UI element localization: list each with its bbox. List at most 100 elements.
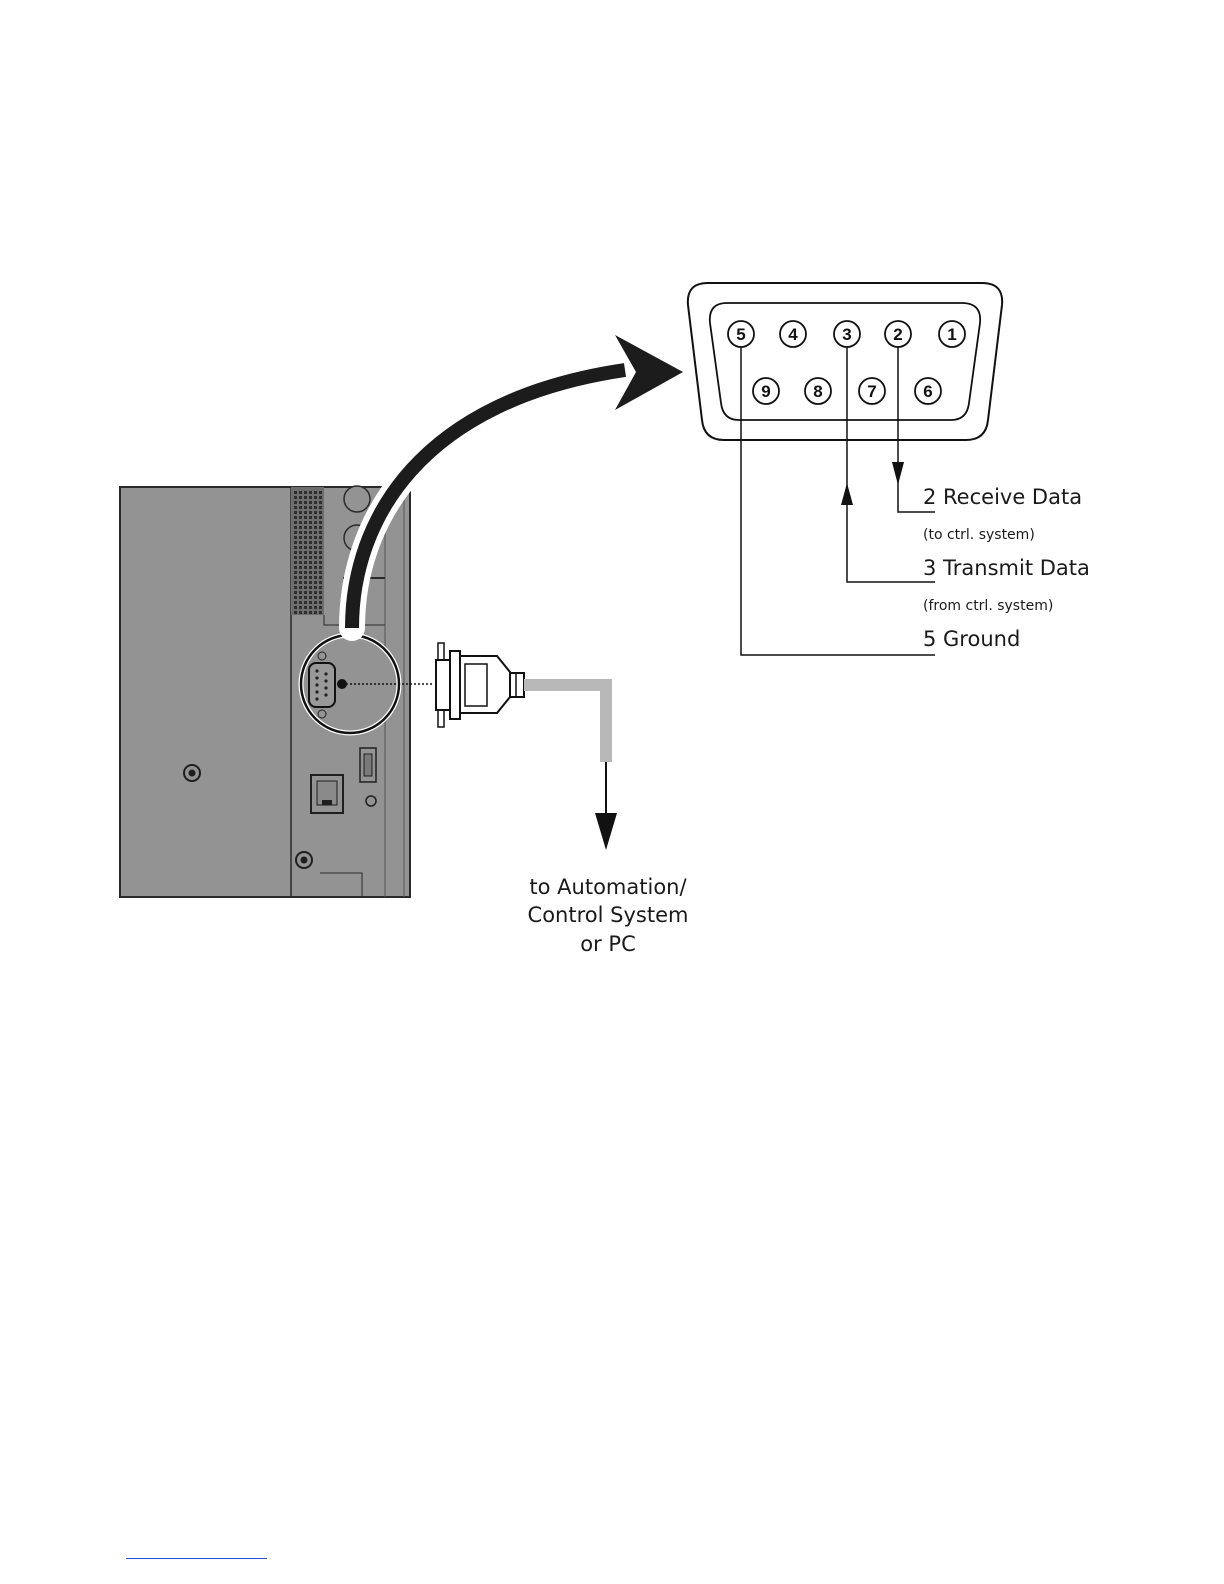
vent-hole [299, 556, 302, 559]
vent-hole [314, 521, 317, 524]
vent-hole [299, 541, 302, 544]
screw-icon [184, 765, 200, 781]
vent-hole [304, 611, 307, 614]
vent-hole [294, 546, 297, 549]
vent-hole [299, 581, 302, 584]
vent-hole [309, 611, 312, 614]
vent-hole [294, 611, 297, 614]
vent-hole [299, 526, 302, 529]
vent-hole [309, 566, 312, 569]
vent-hole [294, 556, 297, 559]
vent-hole [309, 501, 312, 504]
vent-hole [304, 596, 307, 599]
vent-hole [299, 521, 302, 524]
vent-hole [314, 571, 317, 574]
vent-hole [309, 606, 312, 609]
vent-hole [319, 611, 322, 614]
vent-hole [314, 606, 317, 609]
vent-hole [304, 526, 307, 529]
vent-hole [309, 571, 312, 574]
pin-6-label: 6 [923, 382, 932, 401]
vent-hole [309, 496, 312, 499]
vent-hole [294, 601, 297, 604]
vent-hole [299, 501, 302, 504]
vent-hole [319, 491, 322, 494]
vent-hole [294, 506, 297, 509]
vent-hole [304, 571, 307, 574]
vent-hole [294, 501, 297, 504]
vent-hole [294, 561, 297, 564]
vent-hole [309, 531, 312, 534]
vent-hole [304, 586, 307, 589]
vent-hole [314, 536, 317, 539]
vent-hole [304, 521, 307, 524]
vent-hole [314, 556, 317, 559]
vent-hole [304, 601, 307, 604]
vent-hole [319, 576, 322, 579]
receive-data-note: (to ctrl. system) [923, 527, 1035, 543]
db9-cable-plug [436, 643, 524, 727]
vent-hole [304, 591, 307, 594]
vent-hole [319, 521, 322, 524]
vent-hole [309, 541, 312, 544]
vent-hole [319, 556, 322, 559]
vent-hole [304, 551, 307, 554]
vent-hole [319, 586, 322, 589]
vent-hole [314, 611, 317, 614]
vent-hole [314, 551, 317, 554]
transmit-data-note: (from ctrl. system) [923, 598, 1053, 614]
vent-hole [314, 501, 317, 504]
destination-line-2: Control System [528, 903, 689, 927]
vent-hole [309, 576, 312, 579]
vent-hole [309, 551, 312, 554]
pin-7-label: 7 [867, 382, 876, 401]
vent-hole [314, 566, 317, 569]
vent-hole [294, 536, 297, 539]
knockout-hole [344, 486, 370, 512]
vent-hole [314, 581, 317, 584]
vent-hole [309, 506, 312, 509]
transmit-arrow-icon [841, 483, 853, 505]
destination-line-1: to Automation/ [529, 875, 687, 899]
vent-hole [299, 561, 302, 564]
vent-hole [299, 551, 302, 554]
vent-hole [299, 596, 302, 599]
vent-hole [299, 576, 302, 579]
vent-hole [319, 596, 322, 599]
vent-hole [304, 541, 307, 544]
vent-hole [304, 546, 307, 549]
vent-hole [319, 591, 322, 594]
rs232-port-callout [301, 635, 434, 733]
vent-hole [309, 561, 312, 564]
vent-hole [299, 546, 302, 549]
vent-hole [309, 596, 312, 599]
vent-hole [314, 511, 317, 514]
vent-hole [299, 566, 302, 569]
vent-hole [304, 501, 307, 504]
vent-hole [314, 596, 317, 599]
vent-hole [314, 516, 317, 519]
vent-hole [294, 541, 297, 544]
receive-arrow-icon [892, 462, 904, 485]
vent-hole [309, 586, 312, 589]
vent-hole [309, 601, 312, 604]
ground-label: 5 Ground [923, 627, 1020, 651]
vent-hole [299, 606, 302, 609]
vent-hole [309, 491, 312, 494]
vent-hole [294, 516, 297, 519]
vent-hole [304, 496, 307, 499]
vent-hole [314, 601, 317, 604]
vent-hole [314, 541, 317, 544]
vent-hole [294, 566, 297, 569]
vent-hole [294, 596, 297, 599]
vent-hole [294, 521, 297, 524]
audio-jack-icon [366, 796, 376, 806]
lan-port-icon [311, 775, 343, 813]
vent-hole [309, 511, 312, 514]
vent-hole [319, 546, 322, 549]
destination-line-3: or PC [580, 932, 635, 956]
vent-hole [314, 506, 317, 509]
vent-hole [314, 576, 317, 579]
vent-hole [294, 581, 297, 584]
